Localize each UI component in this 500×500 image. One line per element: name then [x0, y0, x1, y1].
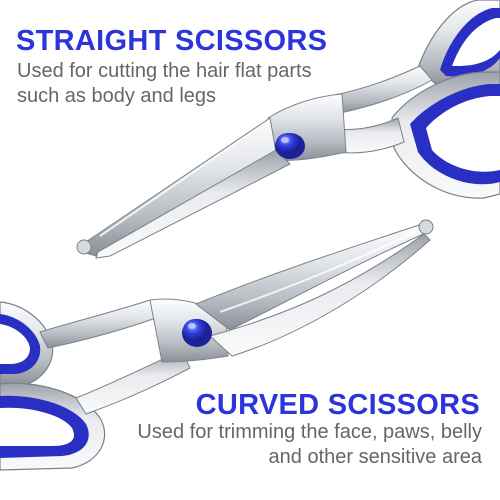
straight-upper-ring — [417, 0, 500, 90]
straight-pivot-screw — [275, 133, 305, 159]
curved-scissors-description: Used for trimming the face, paws, belly … — [137, 420, 482, 470]
curved-upper-ring — [0, 301, 54, 387]
straight-scissors-illustration — [76, 0, 500, 259]
curved-scissors-illustration — [0, 219, 434, 471]
straight-scissors-description: Used for cutting the hair flat parts suc… — [17, 59, 312, 109]
curved-description-line: and other sensitive area — [268, 446, 482, 468]
straight-lower-ring — [391, 71, 500, 199]
straight-scissors-title: STRAIGHT SCISSORS — [16, 25, 328, 57]
straight-description-line: such as body and legs — [17, 85, 217, 107]
curved-lower-ring — [0, 382, 106, 471]
curved-description-line: Used for trimming the face, paws, belly — [137, 421, 482, 443]
straight-description-line: Used for cutting the hair flat parts — [17, 60, 312, 82]
curved-scissors-title: CURVED SCISSORS — [195, 389, 480, 421]
curved-pivot-screw — [182, 319, 212, 347]
